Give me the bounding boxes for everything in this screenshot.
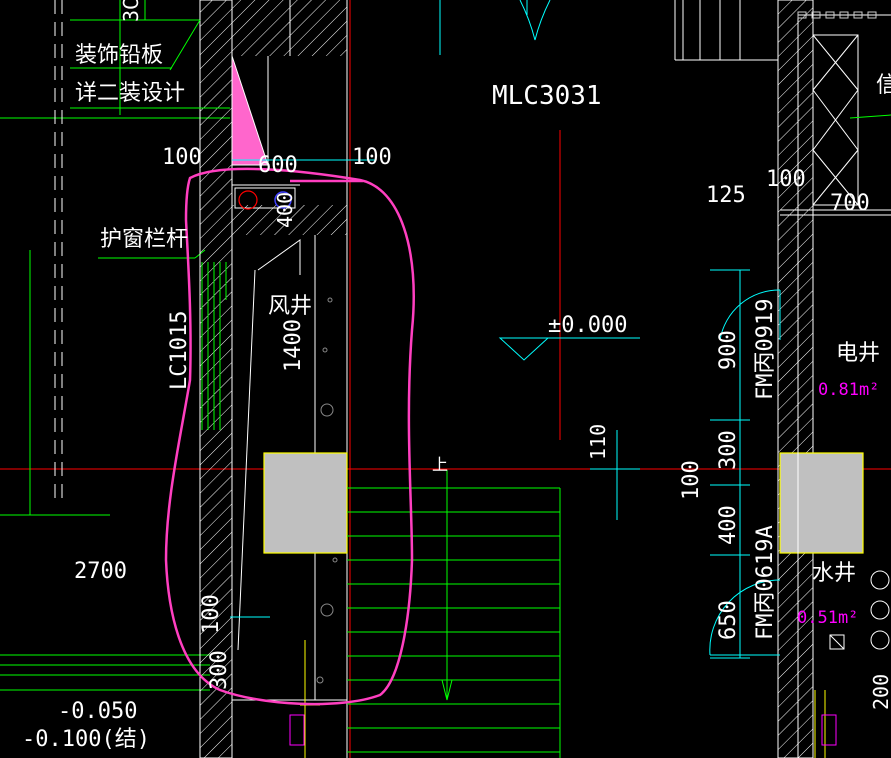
label-door-fm0619a: FM丙0619A	[753, 525, 778, 640]
dim-100-left-bottom: 100	[199, 594, 224, 634]
dim-100-top-left: 100	[162, 145, 202, 170]
dim-600-top: 600	[258, 153, 298, 178]
dim-400-right: 400	[716, 505, 741, 545]
window-box-right	[780, 34, 891, 216]
label-elevation-zero: ±0.000	[548, 313, 627, 338]
label-decor-panel: 装饰铅板	[75, 43, 163, 68]
markup-outline	[164, 167, 415, 706]
label-door-mlc3031: MLC3031	[492, 81, 602, 111]
window-lc1015	[201, 262, 227, 430]
dim-100-right-middle: 100	[679, 460, 704, 500]
hatched-walls	[199, 0, 814, 758]
right-wall-lines	[674, 0, 891, 758]
label-partial-200: 200	[869, 674, 891, 710]
dim-400-shaft: 400	[273, 192, 297, 228]
label-air-shaft: 风井	[268, 294, 312, 319]
fitting-circles-top	[238, 190, 292, 210]
dimension-lines	[230, 159, 750, 659]
dim-300-left-bottom: 300	[207, 650, 232, 690]
dim-300-right: 300	[716, 430, 741, 470]
label-partial-xin: 信	[876, 73, 891, 98]
label-elec-shaft: 电井	[836, 341, 880, 366]
yellow-details	[300, 640, 826, 758]
label-decor-note: 详二装设计	[75, 81, 185, 106]
green-lines-left	[0, 0, 230, 691]
label-door-fm0919: FM丙0919	[753, 299, 778, 400]
leader-lines	[70, 19, 891, 119]
label-elevation-2: -0.100(结)	[22, 727, 150, 752]
dim-100-right-top: 100	[766, 167, 806, 192]
label-water-area: 0.51m²	[797, 608, 858, 628]
label-water-shaft: 水井	[812, 561, 856, 586]
magenta-details	[289, 714, 837, 746]
stairs	[347, 470, 561, 758]
dashed-lines-left	[54, 0, 63, 500]
dim-650: 650	[716, 600, 741, 640]
elevation-marker	[498, 337, 640, 361]
decor-panel-triangle	[231, 55, 269, 166]
dim-700: 700	[830, 191, 870, 216]
door-mlc3031-lines	[439, 0, 551, 55]
dash-squares	[797, 11, 877, 19]
water-shaft-circles	[829, 570, 890, 650]
door-arcs-right	[709, 289, 781, 656]
label-elec-area: 0.81m²	[818, 380, 879, 400]
dim-1400-shaft: 1400	[281, 319, 306, 372]
label-elevation-1: -0.050	[58, 699, 137, 724]
dim-125: 125	[706, 183, 746, 208]
label-window-lc1015: LC1015	[167, 311, 192, 390]
dim-100-top-right: 100	[352, 145, 392, 170]
dim-900: 900	[716, 330, 741, 370]
dim-110: 110	[586, 424, 610, 460]
columns	[263, 452, 864, 554]
label-partial-3c: 3C	[119, 0, 143, 22]
label-up-mark: 上	[432, 455, 448, 474]
label-window-guard: 护窗栏杆	[100, 227, 188, 252]
dim-2700: 2700	[74, 559, 127, 584]
